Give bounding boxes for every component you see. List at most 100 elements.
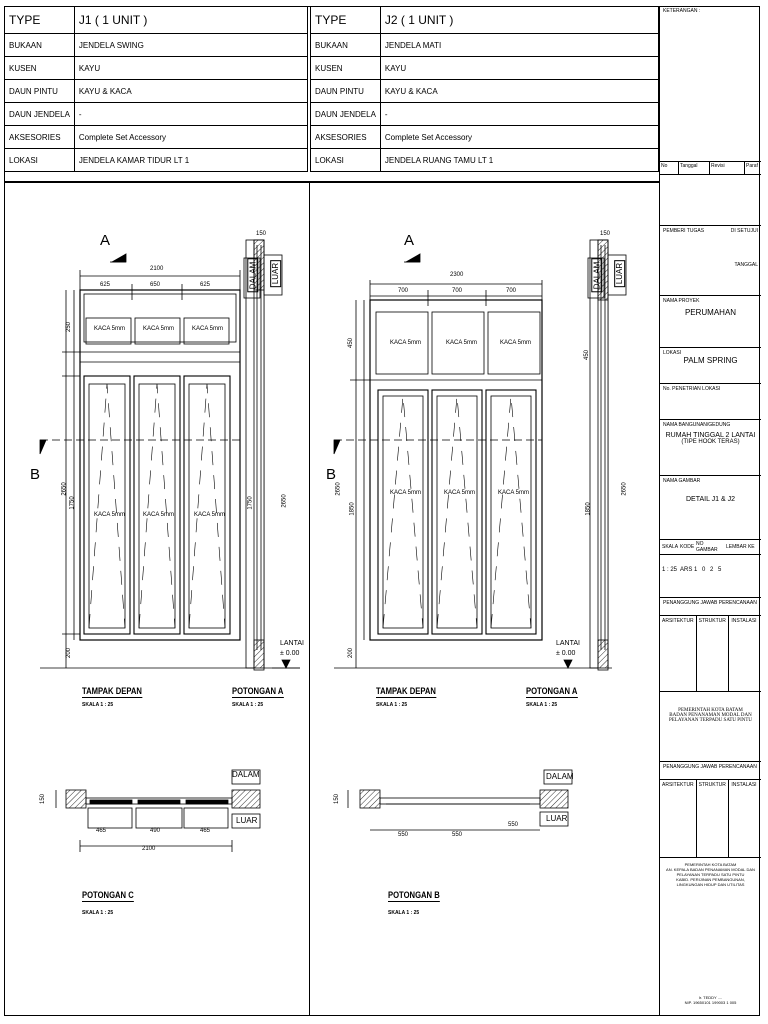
dim-section-thickness: 150 [600,231,611,237]
pemkot-box: PEMERINTAH KOTA BATAM BADAN PENANAMAN MO… [660,692,761,762]
revision-table: No Tanggal Revisi Paraf [660,162,761,226]
dalam-label: DALAM [232,770,260,779]
section-mark-a: A [404,232,415,249]
approval-line: PELAYANAN TERPADU SATU PINTU [676,872,745,877]
pj2-col: ARSITEKTUR [660,780,697,857]
spec-key: AKSESORIES [4,125,75,149]
dim-left: 200 [66,647,73,659]
dim-left: 450 [348,337,355,349]
view-title: TAMPAK DEPAN [82,686,142,698]
proyek-box: NAMA PROYEK PERUMAHAN [660,296,761,348]
j1-section-a [243,239,300,671]
table-bottom-rule [4,181,659,183]
cut-title: POTONGAN A [232,686,284,698]
plan-pane-dim: 465 [200,828,211,834]
spec-value: Complete Set Accessory [379,125,660,149]
rev-header: Tanggal [679,162,710,174]
dalam-label: DALAM [546,772,574,781]
skala-value: 1 : 25 [662,567,678,573]
dalam-label: DALAM [591,258,603,293]
plan-pane-dim: 550 [508,822,519,828]
lantai-label: LANTAI [556,640,580,647]
pj-cols: ARSITEKTUR STRUKTUR INSTALASI [660,616,761,692]
luar-label: LUAR [236,816,258,825]
bangunan-label: NAMA BANGUNAN/GEDUNG [663,422,731,428]
penetrian-box: No. PENETRIAN LOKASI [660,384,761,420]
plan-pane-dim: 490 [150,828,161,834]
proyek-label: NAMA PROYEK [663,298,700,304]
skala-label: SKALA [662,544,679,550]
spec-key: DAUN PINTU [4,79,75,103]
cut-scale: SKALA 1 : 25 [526,702,558,708]
keterangan-box: KETERANGAN : [660,6,761,162]
j2-plan-section [347,769,573,831]
spec-value: JENDELA SWING [73,33,309,57]
plan-title: POTONGAN B [388,890,440,902]
dim-section: 1850 [585,502,592,516]
gambar-value: DETAIL J1 & J2 [685,496,736,503]
glass-label: KACA 5mm [143,326,175,332]
glass-label: KACA 5mm [194,512,226,518]
j2-section-a [563,239,627,671]
pemkot-line: BADAN PENANAMAN MODAL DAN [669,713,752,718]
no-gambar-digit: 5 [718,567,722,573]
cut-scale: SKALA 1 : 25 [232,702,264,708]
glass-label: KACA 5mm [94,326,126,332]
pj-col: STRUKTUR [697,616,730,691]
kode-label: KODE [680,544,695,550]
rev-header: No [660,162,679,174]
spec-key: DAUN PINTU [310,79,381,103]
lantai-level: ± 0.00 [556,650,576,657]
spec-key: DAUN JENDELA [4,102,75,126]
pj-col: INSTALASI [731,618,757,624]
plan-thickness: 150 [40,793,47,805]
spec-key: LOKASI [310,148,381,172]
dim-section-height: 2650 [621,482,628,496]
spec-value: JENDELA KAMAR TIDUR LT 1 [73,148,309,172]
spec-key: KUSEN [310,56,381,80]
dim-pane-width: 625 [200,282,211,288]
bangunan-sub: (TIPE HOOK TERAS) [681,439,740,445]
bangunan-value: RUMAH TINGGAL 2 LANTAI [665,432,756,439]
section-mark-a: A [100,232,111,249]
dim-pane-width: 700 [506,288,517,294]
dim-overall-width: 2100 [150,266,164,272]
no-gambar-digit: 2 [710,567,714,573]
spec-key: DAUN JENDELA [310,102,381,126]
spec-value: KAYU [73,56,309,80]
pemkot-line: PEMERINTAH KOTA BATAM [678,708,743,713]
pj-label-box: PENANGGUNG JAWAB PERENCANAAN [660,598,761,616]
dim-section-height: 2650 [281,494,288,508]
spec-value: - [379,102,660,126]
glass-label: KACA 5mm [390,340,422,346]
glass-label: KACA 5mm [498,490,530,496]
gambar-box: NAMA GAMBAR DETAIL J1 & J2 [660,476,761,540]
pj2-col: INSTALASI [731,782,757,788]
approval-line: KABID. PERIJINAN PEMBANGUNAN, [676,877,745,882]
pj-label: PENANGGUNG JAWAB PERENCANAAN [663,600,757,606]
view-title: TAMPAK DEPAN [376,686,436,698]
pj-col: ARSITEKTUR [660,616,697,691]
pj2-label-box: PENANGGUNG JAWAB PERENCANAAN [660,762,761,780]
pj2-cols: ARSITEKTUR STRUKTUR INSTALASI [660,780,761,858]
dim-left: 250 [66,321,73,333]
glass-label: KACA 5mm [390,490,422,496]
lokasi-value: PALM SPRING [683,356,738,365]
glass-label: KACA 5mm [444,490,476,496]
approval-line: PEMERINTAH KOTA BATAM [684,862,737,867]
spec-key: KUSEN [4,56,75,80]
type-value: J1 ( 1 UNIT ) [73,6,309,34]
signer-nip: NIP. 19650101 199003 1 005 [684,1000,737,1005]
lembar-label: LEMBAR KE [726,544,755,550]
j1-front-view [39,253,300,669]
glass-label: KACA 5mm [500,340,532,346]
plan-pane-dim: 465 [96,828,107,834]
no-gambar-label: NO GAMBAR [696,541,718,553]
dim-left: 1850 [349,502,356,516]
section-mark-b: B [326,466,337,483]
keterangan-label: KETERANGAN : [663,8,701,14]
kode-value: ARS [680,567,693,573]
